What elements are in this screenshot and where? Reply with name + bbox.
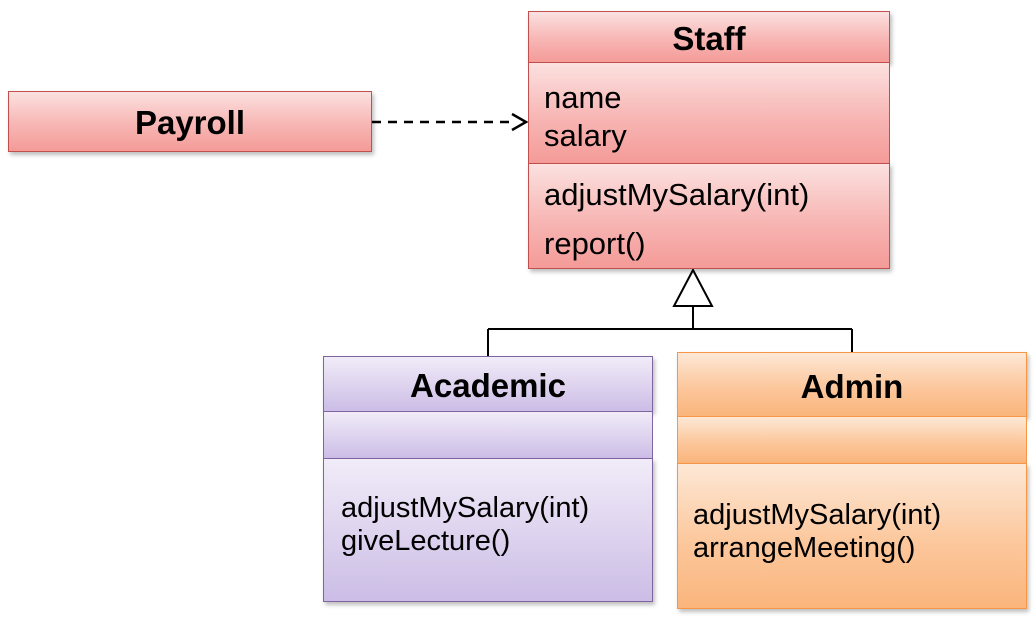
staff-method: report() bbox=[544, 226, 646, 261]
admin-class-name-compartment: Admin bbox=[677, 352, 1027, 417]
payroll-class: Payroll bbox=[8, 91, 372, 152]
staff-class-name: Staff bbox=[672, 20, 746, 57]
academic-method: giveLecture() bbox=[341, 525, 511, 557]
dependency-arrowhead bbox=[511, 112, 529, 132]
academic-attributes-compartment bbox=[323, 411, 653, 459]
staff-attribute: salary bbox=[544, 118, 627, 153]
generalization-triangle bbox=[672, 267, 714, 307]
staff-attributes-compartment: name salary bbox=[528, 62, 890, 164]
admin-attributes-compartment bbox=[677, 416, 1027, 464]
academic-method: adjustMySalary(int) bbox=[341, 492, 590, 524]
admin-method: adjustMySalary(int) bbox=[693, 499, 942, 531]
payroll-class-name: Payroll bbox=[134, 104, 246, 141]
academic-class-name: Academic bbox=[410, 367, 566, 404]
staff-class-name-compartment: Staff bbox=[528, 11, 890, 63]
staff-attribute: name bbox=[544, 80, 622, 115]
admin-class-name: Admin bbox=[800, 368, 904, 405]
academic-class-name-compartment: Academic bbox=[323, 356, 653, 412]
admin-method: arrangeMeeting() bbox=[693, 532, 916, 564]
staff-methods-compartment: adjustMySalary(int) report() bbox=[528, 163, 890, 269]
admin-methods-compartment: adjustMySalary(int) arrangeMeeting() bbox=[677, 463, 1027, 609]
academic-methods-compartment: adjustMySalary(int) giveLecture() bbox=[323, 458, 653, 602]
staff-method: adjustMySalary(int) bbox=[544, 177, 810, 212]
